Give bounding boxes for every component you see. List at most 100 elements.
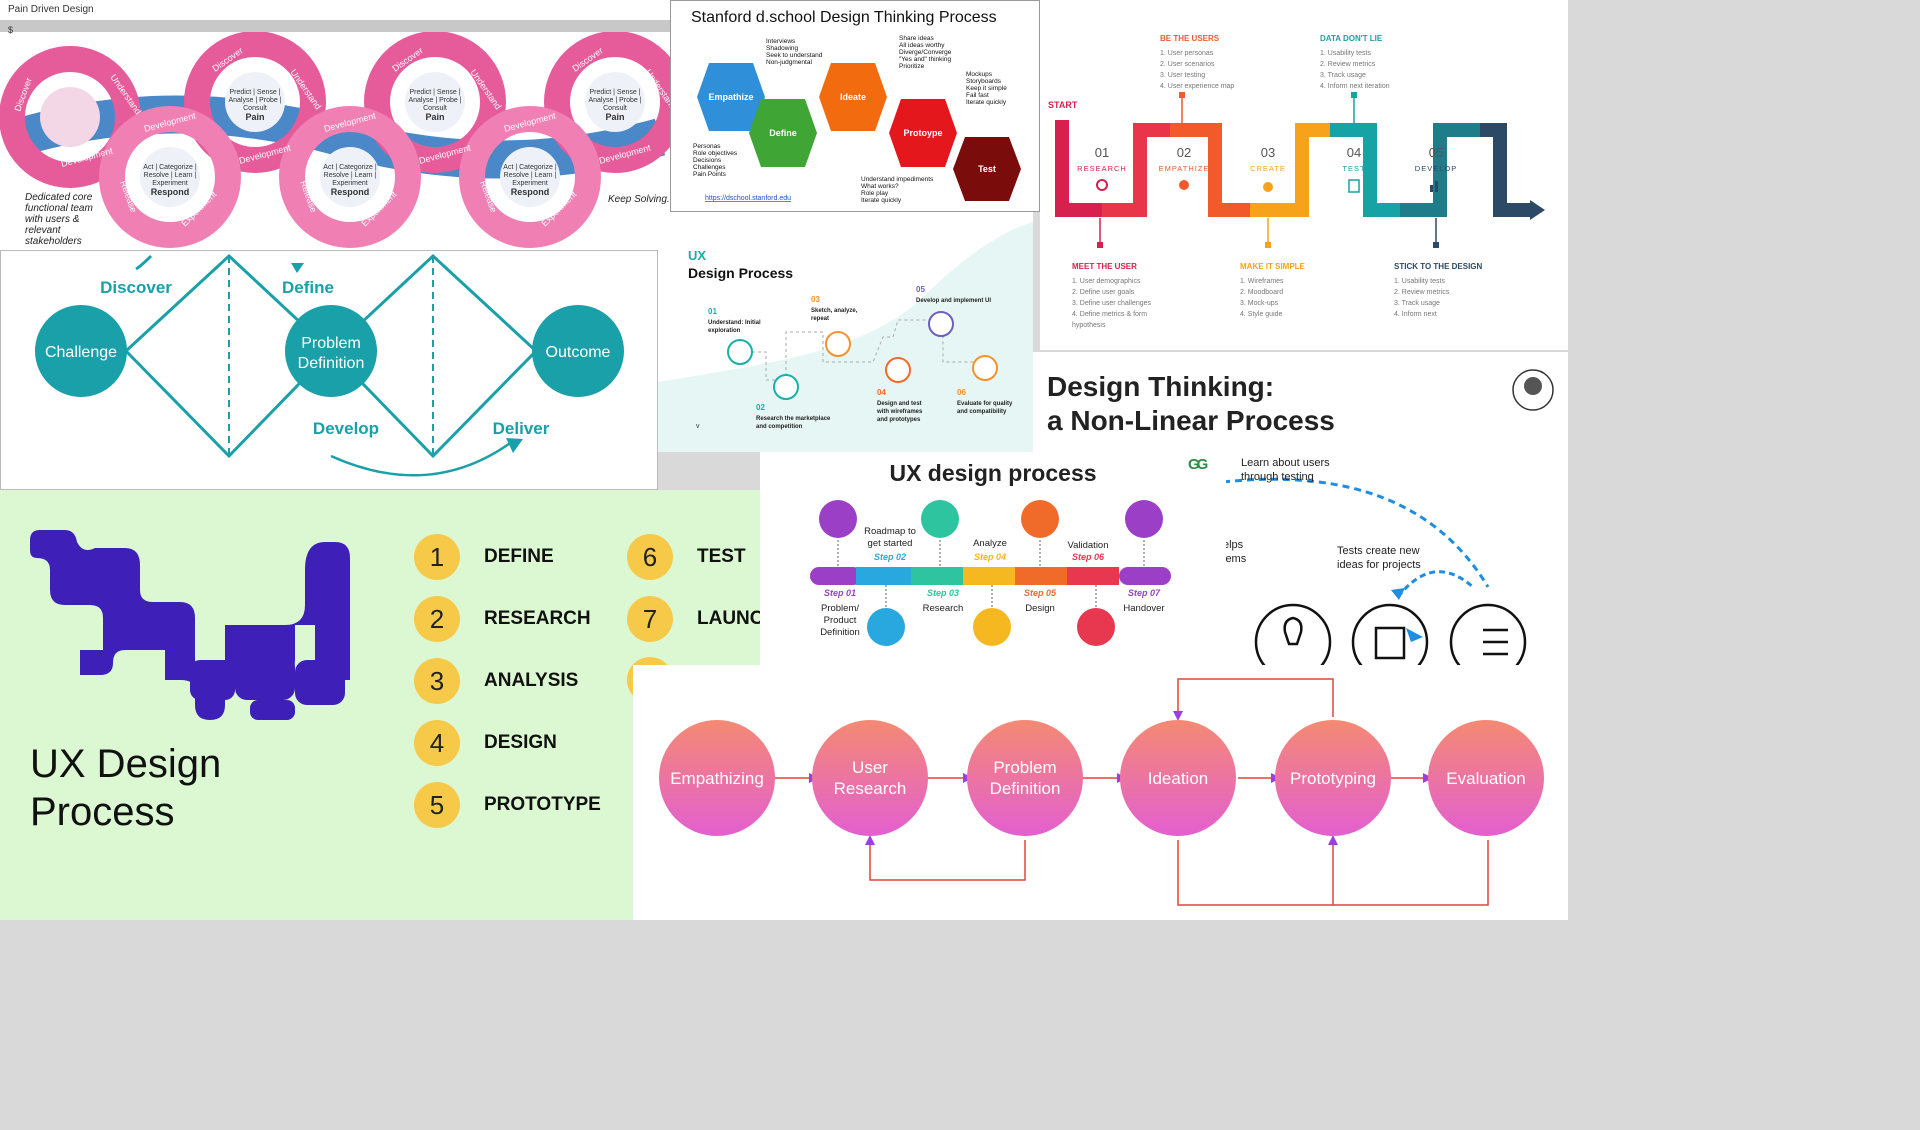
- dd-nodes: [35, 305, 624, 397]
- step-num: 06: [957, 388, 966, 397]
- step-text: and compatibility: [957, 409, 1007, 415]
- title-line: Design Thinking:: [1047, 371, 1275, 402]
- user-icon: [1179, 180, 1189, 190]
- step-icon: [972, 355, 998, 381]
- core-name: Respond: [151, 187, 190, 197]
- note: Iterate quickly: [861, 197, 902, 204]
- list-item: 5 PROTOTYPE: [414, 781, 601, 829]
- top-label: get started: [868, 538, 913, 549]
- ux-step-texts: Understand: Initial exploration Research…: [708, 298, 1013, 430]
- note: Share ideas: [899, 35, 934, 42]
- note: Mockups: [966, 71, 993, 78]
- phase-label: Define: [282, 278, 334, 297]
- step-badge: 5: [414, 782, 460, 828]
- start-label: START: [1048, 100, 1078, 110]
- stanford-notes: Interviews Shadowing Seek to understand …: [693, 35, 1007, 204]
- note-item: 3. Define user challenges: [1072, 300, 1151, 307]
- checklist-icon: [1449, 603, 1527, 667]
- connector-lines: [1097, 92, 1439, 248]
- note: Storyboards: [966, 78, 1002, 85]
- step-icon: [928, 311, 954, 337]
- note: Challenges: [693, 164, 726, 171]
- step-text: Design and test: [877, 401, 922, 407]
- step-text: Understand: Initial: [708, 320, 761, 326]
- step-badge: 1: [414, 534, 460, 580]
- note-item: hypothesis: [1072, 322, 1106, 329]
- note: Decisions: [693, 157, 722, 164]
- nonlinear-icons: [1254, 603, 1527, 667]
- step-tag: Step 01: [824, 588, 856, 598]
- hex-labels: Empathize Define Ideate Protoype Test: [708, 92, 995, 174]
- teal-wave: [658, 222, 1033, 452]
- note-item: 1. User demographics: [1072, 278, 1141, 285]
- puzzle-icon: [819, 500, 857, 538]
- note-item: 4. Inform next iteration: [1320, 83, 1390, 90]
- ux-teal-diagram: UX Design Process 01 02 03 04 05 06 Unde…: [658, 222, 1033, 452]
- note-item: 2. Moodboard: [1240, 289, 1283, 296]
- bottom-notes: MEET THE USER 1. User demographics 2. De…: [1072, 262, 1483, 329]
- note: Interviews: [766, 38, 796, 45]
- note-line: with users &: [25, 214, 80, 225]
- step-text: and prototypes: [877, 417, 921, 423]
- nonlinear-notes: Learn about users through testing elps l…: [1223, 457, 1421, 571]
- step-text: Develop and implement UI: [916, 298, 991, 304]
- green-title: UX Design Process: [30, 740, 221, 836]
- gfg-bottom-steps: Step 01 Step 03 Step 05 Step 07: [824, 588, 1161, 598]
- hexagons: [697, 63, 1021, 201]
- phase-label: Discover: [100, 278, 172, 297]
- step-num: 05: [916, 285, 925, 294]
- node-label: Definition: [298, 355, 365, 372]
- bottom-label: Design: [1025, 603, 1055, 614]
- core-circles: [40, 72, 645, 207]
- step-label: DEVELOP: [1415, 164, 1457, 173]
- flow-node: [1428, 720, 1544, 836]
- bottom-label: Definition: [820, 627, 860, 638]
- node-label: Research: [834, 779, 907, 798]
- note-title: DATA DON'T LIE: [1320, 34, 1383, 43]
- dschool-link[interactable]: https://dschool.stanford.edu: [705, 195, 791, 202]
- footer-mark: v: [696, 423, 700, 430]
- core-text: Predict | Sense |: [589, 89, 640, 96]
- upper-rings: [0, 32, 670, 188]
- bottom-label: Research: [923, 603, 964, 614]
- gfg-title: UX design process: [889, 460, 1097, 486]
- note: Iterate quickly: [966, 99, 1007, 106]
- node-label: Ideation: [1148, 769, 1209, 788]
- core-text: Consult: [243, 105, 267, 112]
- note: Seek to understand: [766, 52, 823, 59]
- note: Personas: [693, 143, 721, 150]
- core-name: Pain: [245, 112, 264, 122]
- research-icon: [973, 608, 1011, 646]
- flow-lines: [775, 678, 1489, 906]
- flow-icon: [867, 608, 905, 646]
- step-tag: Step 06: [1072, 552, 1105, 562]
- title-line: Process: [30, 790, 175, 834]
- hex-label: Empathize: [708, 92, 753, 102]
- note-line: stakeholders: [25, 236, 82, 247]
- timeline-path: [1055, 120, 1530, 217]
- keep-solving: Keep Solving...: [608, 194, 670, 205]
- gfg-logo: GG: [1188, 456, 1208, 473]
- hex-prototype: [889, 99, 957, 167]
- ux-teal-panel: UX Design Process 01 02 03 04 05 06 Unde…: [658, 212, 1033, 452]
- step-num: 04: [1347, 145, 1361, 160]
- note-item: 4. Define metrics & form: [1072, 311, 1147, 318]
- note-item: 2. User scenarios: [1160, 61, 1215, 68]
- flow-node: [1120, 720, 1236, 836]
- note-item: 2. Define user goals: [1072, 289, 1135, 296]
- node-label: Challenge: [45, 344, 117, 361]
- flow-node-labels: Empathizing User Research Problem Defini…: [670, 758, 1525, 798]
- note-title: BE THE USERS: [1160, 34, 1220, 43]
- core-text: Act | Categorize |: [503, 164, 557, 171]
- step-label: PROTOTYPE: [484, 794, 601, 815]
- note: Non-judgmental: [766, 59, 812, 66]
- team-note: Dedicated core functional team with user…: [25, 192, 670, 247]
- top-notes: BE THE USERS 1. User personas 2. User sc…: [1160, 34, 1390, 90]
- step-text: and competition: [756, 424, 803, 430]
- prototype-icon: [1351, 603, 1429, 667]
- gfg-top-labels: Roadmap to get started Analyze Validatio…: [864, 526, 1108, 551]
- double-diamond-diagram: Challenge Problem Definition Outcome Dis…: [35, 253, 624, 477]
- node-label: Definition: [990, 779, 1061, 798]
- step-num: 03: [811, 295, 820, 304]
- step-label: EMPATHIZE: [1159, 164, 1210, 173]
